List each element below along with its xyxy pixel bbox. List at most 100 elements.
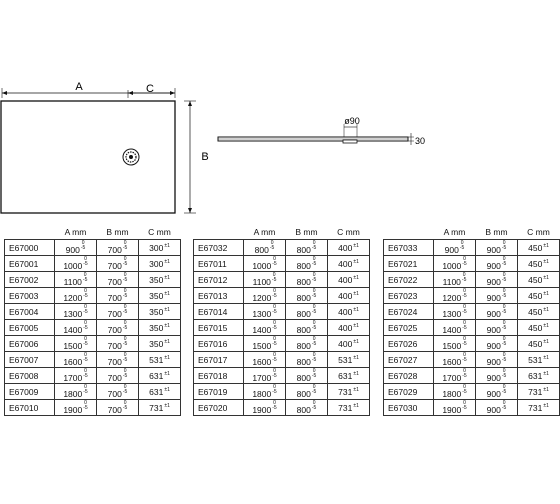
dim-c: 531±1 [517, 351, 560, 368]
dimension-a-arrow-left [2, 91, 7, 95]
dim-c-value: 450 [528, 338, 543, 349]
tolerance-upper: 0 [84, 367, 87, 374]
dim-c-tolerance: ±1 [353, 370, 359, 377]
tolerance-upper: 0 [502, 287, 506, 294]
dim-c-value: 531 [528, 354, 543, 365]
dim-b-value: 700 [107, 308, 122, 319]
dim-c: 450±1 [517, 255, 560, 272]
tolerance-lower: -5 [122, 356, 128, 363]
header-col-2: B mm [485, 227, 508, 237]
tolerance-stack: 0-5 [83, 303, 88, 315]
dim-a-value: 1500 [442, 340, 462, 351]
tolerance-stack: 0-5 [462, 304, 467, 315]
tolerance-stack: 0-5 [502, 256, 506, 267]
product-code: E67008 [4, 367, 55, 384]
shower-tray-profile [217, 136, 409, 144]
product-code: E67025 [383, 319, 434, 336]
tolerance-upper: 0 [270, 239, 274, 246]
tolerance-upper: 0 [460, 239, 464, 246]
tolerance-lower: -5 [272, 308, 277, 315]
tolerance-upper: 0 [463, 399, 466, 406]
dim-c: 731±1 [517, 399, 560, 416]
tolerance-stack: 0-5 [272, 272, 276, 283]
dim-c-value: 531 [149, 354, 164, 365]
tolerance-stack: 0-5 [501, 272, 507, 283]
dim-c: 731±1 [138, 399, 181, 416]
tolerance-lower: -5 [82, 276, 88, 283]
tolerance-stack: 0-5 [81, 240, 85, 251]
dim-a-value: 1000 [63, 260, 83, 271]
tolerance-upper: 0 [123, 287, 127, 294]
tolerance-lower: -5 [311, 372, 317, 379]
tolerance-lower: -5 [462, 308, 467, 315]
tolerance-stack: 0-5 [462, 255, 466, 267]
tolerance-upper: 0 [312, 255, 316, 262]
product-code: E67027 [383, 351, 434, 368]
tolerance-lower: -5 [122, 372, 128, 379]
dim-a-value: 1500 [63, 340, 83, 351]
header-col-2: B mm [295, 227, 318, 237]
dim-c: 350±1 [138, 335, 181, 352]
product-code: E67011 [193, 255, 244, 272]
tolerance-upper: 0 [273, 255, 276, 262]
dim-b-value: 900 [486, 292, 501, 303]
tolerance-lower: -5 [501, 388, 507, 395]
dim-c-value: 350 [149, 306, 164, 317]
dim-a-value: 1600 [63, 356, 83, 367]
tolerance-lower: -5 [461, 276, 467, 283]
tolerance-upper: 0 [502, 367, 506, 374]
dim-c-tolerance: ±1 [353, 386, 359, 393]
tolerance-upper: 0 [84, 303, 87, 310]
tolerance-lower: -5 [122, 404, 128, 411]
product-code: E67033 [383, 239, 434, 256]
dim-c-tolerance: ±1 [164, 242, 170, 249]
dim-b-value: 900 [486, 324, 501, 335]
dim-c-tolerance: ±1 [543, 290, 549, 297]
tolerance-stack: 0-5 [122, 352, 128, 363]
dim-c: 450±1 [517, 319, 560, 336]
tolerance-stack: 0-5 [502, 304, 506, 315]
tolerance-lower: -5 [83, 308, 88, 315]
header-col-3: C mm [527, 227, 550, 237]
tolerance-stack: 0-5 [83, 399, 87, 411]
dim-b-value: 700 [107, 372, 122, 383]
tolerance-stack: 0-5 [462, 399, 466, 411]
product-code: E67012 [193, 271, 244, 288]
dim-c-value: 731 [149, 402, 164, 413]
tolerance-upper: 0 [273, 383, 276, 390]
dim-c: 631±1 [138, 383, 181, 400]
product-code: E67019 [193, 383, 244, 400]
product-code: E67007 [4, 351, 55, 368]
dim-c-tolerance: ±1 [164, 338, 170, 345]
tolerance-upper: 0 [84, 399, 87, 406]
dim-c-value: 450 [528, 306, 543, 317]
tolerance-lower: -5 [501, 276, 507, 283]
tolerance-upper: 0 [463, 383, 466, 390]
product-code: E67010 [4, 399, 55, 416]
dim-c-value: 631 [528, 370, 543, 381]
tolerance-upper: 0 [123, 271, 127, 278]
dim-c: 731±1 [327, 383, 370, 400]
tolerance-upper: 0 [83, 271, 87, 278]
tolerance-upper: 0 [463, 255, 466, 262]
tolerance-upper: 0 [312, 351, 316, 358]
tolerance-lower: -5 [122, 324, 128, 331]
tolerance-lower: -5 [501, 404, 507, 411]
tolerance-upper: 0 [502, 319, 506, 326]
tolerance-upper: 0 [502, 351, 506, 358]
dim-c-value: 450 [528, 274, 543, 285]
